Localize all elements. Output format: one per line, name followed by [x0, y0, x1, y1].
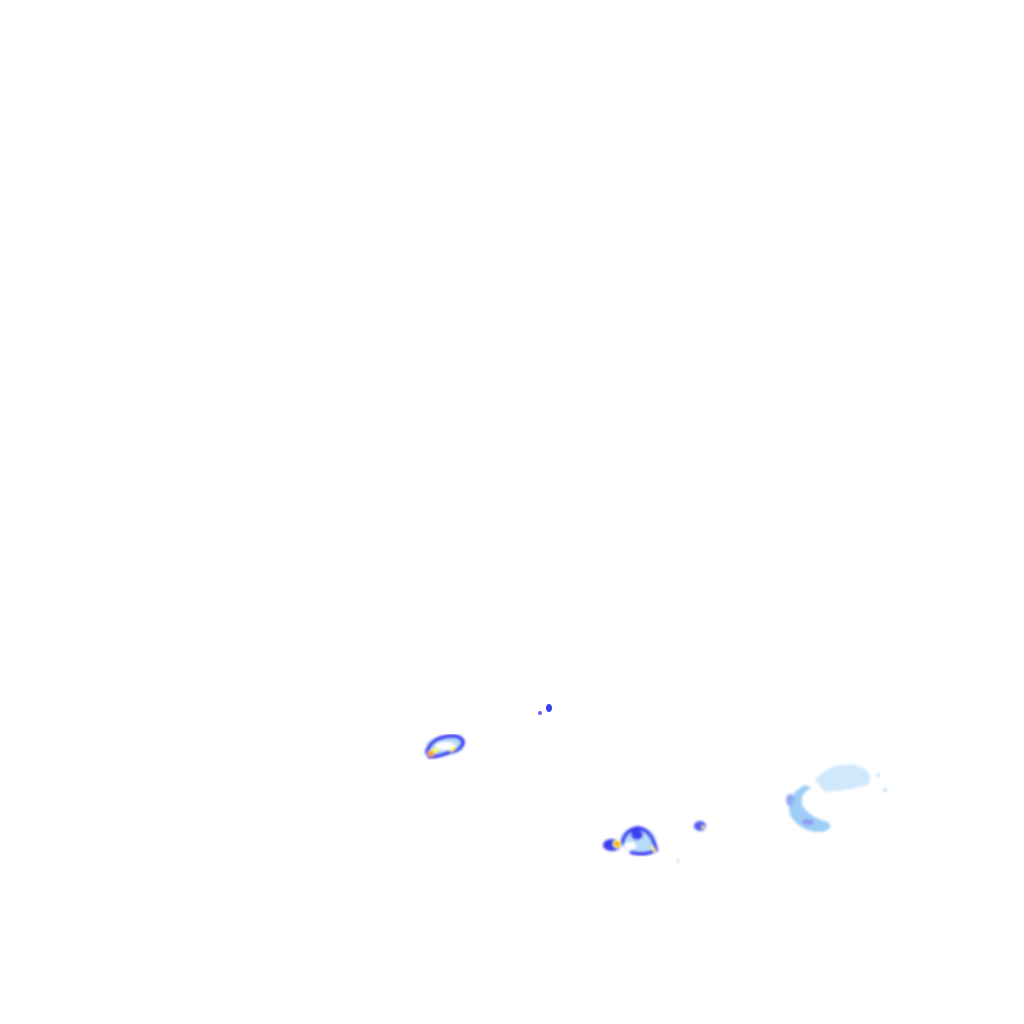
echo-cell-small	[538, 704, 552, 715]
echo-cell-west	[424, 734, 466, 760]
echo-cell-south	[603, 825, 659, 856]
echo-cell-east-small	[676, 821, 706, 863]
echo-ring-east	[786, 764, 887, 832]
